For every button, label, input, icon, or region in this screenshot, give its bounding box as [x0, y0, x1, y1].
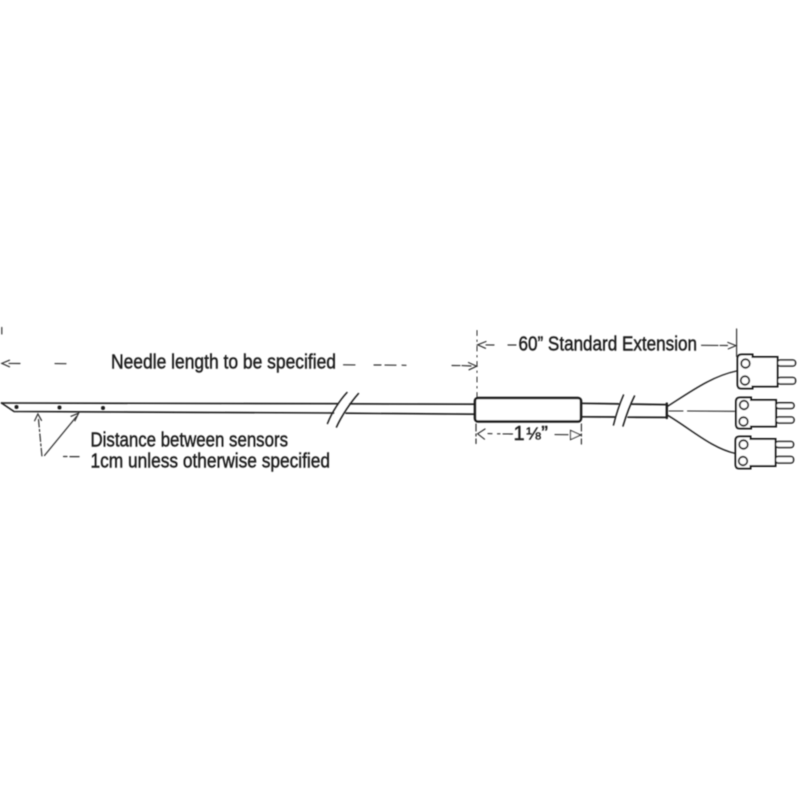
svg-text:Distance between sensors: Distance between sensors: [91, 429, 289, 451]
svg-text:1⅛”: 1⅛”: [514, 423, 548, 445]
svg-text:60” Standard Extension: 60” Standard Extension: [519, 333, 698, 355]
svg-text:Needle length to be specified: Needle length to be specified: [111, 352, 336, 374]
svg-text:1cm unless otherwise specified: 1cm unless otherwise specified: [91, 451, 331, 473]
